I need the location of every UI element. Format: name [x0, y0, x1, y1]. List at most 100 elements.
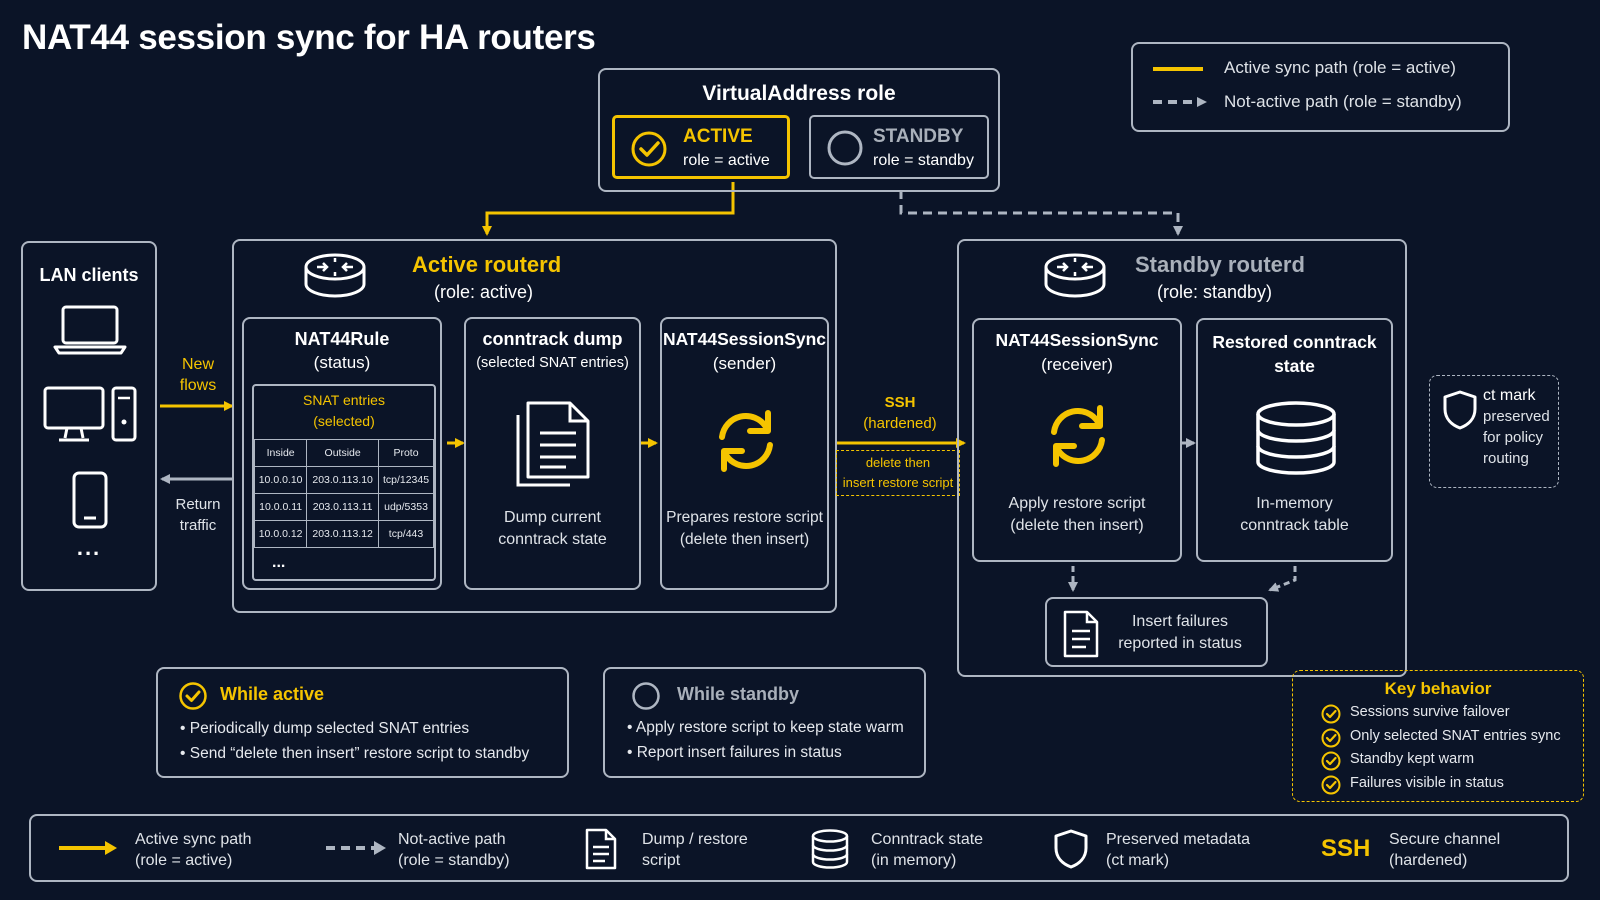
top-legend: Active sync path (role = active) Not-act… [1131, 42, 1510, 132]
receiver-sub: (receiver) [1041, 355, 1113, 374]
table-cell: 203.0.113.10 [306, 466, 380, 494]
sync-icon [1042, 400, 1114, 472]
lan-clients-panel: LAN clients ... [21, 241, 157, 591]
shield-icon [1053, 828, 1089, 870]
snat-col-proto: Proto [378, 439, 434, 467]
snat-title: SNAT entries [303, 392, 385, 408]
standby-role-card[interactable]: STANDBY role = standby [809, 115, 989, 179]
table-cell: 10.0.0.11 [253, 493, 308, 521]
bottom-legend: Active sync path(role = active) Not-acti… [29, 814, 1569, 882]
check-circle-icon [630, 130, 668, 168]
legend-ssh-text: Secure channel(hardened) [1389, 831, 1501, 869]
legend-active-label: Active sync path (role = active) [1224, 58, 1456, 77]
list-item: • Apply restore script to keep state war… [627, 719, 904, 736]
page-title: NAT44 session sync for HA routers [22, 18, 596, 57]
snat-table: Inside Outside Proto 10.0.0.10 203.0.113… [253, 439, 434, 548]
legend-standby-arrow [326, 841, 386, 855]
snat-col-inside: Inside [253, 439, 308, 467]
snat-col-outside: Outside [306, 439, 380, 467]
standby-role-sub: role = standby [873, 152, 974, 169]
list-item: • Report insert failures in status [627, 744, 842, 761]
ssh-channel-label: SSH(hardened) [863, 394, 937, 432]
sender-desc: Prepares restore script(delete then inse… [666, 509, 823, 548]
router-icon [303, 251, 367, 303]
virtual-address-title: VirtualAddress role [702, 82, 896, 105]
snat-sub: (selected) [313, 413, 375, 429]
active-role-card[interactable]: ACTIVE role = active [612, 115, 790, 179]
document-icon [1062, 609, 1100, 659]
laptop-icon [53, 303, 127, 355]
standby-role-arrow [899, 190, 1183, 236]
standby-role-label: STANDBY [873, 126, 964, 147]
legend-metadata-text: Preserved metadata(ct mark) [1106, 831, 1251, 869]
standby-router-sub: (role: standby) [1157, 282, 1273, 302]
snat-header-row: Inside Outside Proto [253, 439, 434, 467]
active-router-panel: Active routerd (role: active) NAT44Rule … [232, 239, 837, 613]
ssh-icon: SSH [1321, 835, 1371, 862]
shield-icon [1442, 389, 1478, 431]
active-role-label: ACTIVE [683, 126, 753, 147]
table-cell: 10.0.0.10 [253, 466, 308, 494]
active-router-title: Active routerd [412, 252, 562, 277]
legend-active-arrow [59, 841, 117, 855]
database-icon [1254, 400, 1338, 476]
nat44-rule-card: NAT44Rule (status) SNAT entries (selecte… [242, 317, 442, 590]
sender-sub: (sender) [712, 354, 777, 373]
while-active-list: • Periodically dump selected SNAT entrie… [180, 716, 529, 766]
legend-standby-line [1153, 97, 1207, 107]
session-sync-receiver-card: NAT44SessionSync (receiver) Apply restor… [972, 318, 1182, 562]
check-circle-icon [178, 681, 208, 711]
active-role-sub: role = active [683, 152, 770, 169]
table-cell: udp/5353 [378, 493, 434, 521]
table-cell: 203.0.113.11 [306, 493, 380, 521]
legend-standby-text: Not-active path(role = standby) [398, 831, 510, 869]
legend-active-text: Active sync path(role = active) [135, 831, 252, 869]
document-icon [584, 827, 618, 871]
snat-table-panel: SNAT entries (selected) Inside Outside P… [252, 384, 436, 581]
table-cell: 10.0.0.12 [253, 520, 308, 548]
document-icon [512, 399, 596, 489]
while-standby-list: • Apply restore script to keep state war… [627, 715, 904, 765]
while-standby-title: While standby [677, 684, 800, 704]
nat44-rule-sub: (status) [313, 353, 371, 372]
table-row: 10.0.0.11 203.0.113.11 udp/5353 [253, 493, 434, 521]
receiver-title: NAT44SessionSync [995, 330, 1159, 350]
standby-router-title: Standby routerd [1135, 252, 1305, 277]
lan-more: ... [76, 535, 102, 560]
sender-title: NAT44SessionSync [662, 329, 827, 349]
table-cell: 203.0.113.12 [306, 520, 380, 548]
check-circle-icon [1321, 704, 1341, 724]
active-router-sub: (role: active) [434, 282, 534, 302]
key-behavior-panel: Key behavior Sessions survive failover O… [1292, 670, 1584, 802]
while-active-panel: While active • Periodically dump selecte… [156, 667, 569, 778]
router-icon [1043, 251, 1107, 303]
empty-circle-icon [631, 681, 661, 711]
empty-circle-icon [826, 129, 864, 167]
phone-icon [72, 471, 108, 529]
desktop-icon [43, 386, 139, 444]
check-circle-icon [1321, 751, 1341, 771]
legend-conntrack-text: Conntrack state(in memory) [871, 831, 984, 869]
check-circle-icon [1321, 775, 1341, 795]
key-behavior-title: Key behavior [1384, 679, 1492, 698]
nat44-rule-title: NAT44Rule [294, 329, 390, 349]
receiver-desc: Apply restore script(delete then insert) [1008, 495, 1146, 534]
table-cell: tcp/443 [378, 520, 434, 548]
snat-more: ... [272, 554, 286, 571]
list-item: • Send “delete then insert” restore scri… [180, 745, 530, 762]
virtual-address-panel: VirtualAddress role ACTIVE role = active… [598, 68, 1000, 192]
legend-active-line [1153, 67, 1203, 71]
conntrack-dump-title: conntrack dump [482, 329, 623, 349]
sync-icon [710, 405, 782, 477]
table-row: 10.0.0.12 203.0.113.12 tcp/443 [253, 520, 434, 548]
